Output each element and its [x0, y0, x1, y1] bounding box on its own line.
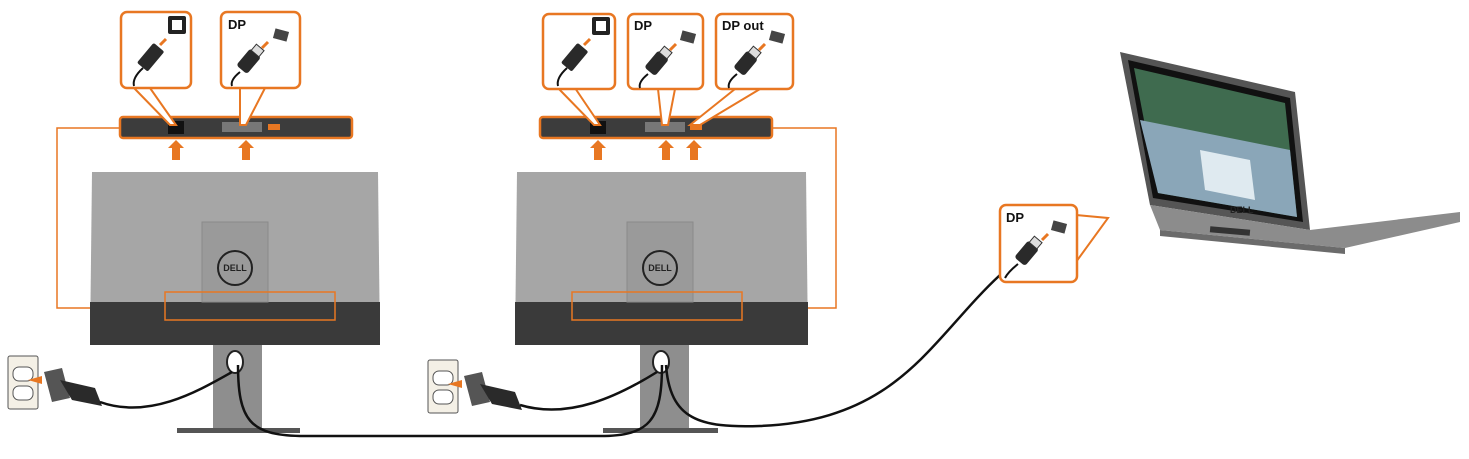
- arrow-up-icon: [168, 140, 184, 160]
- dp-cable-monitor2-to-laptop: [664, 274, 1001, 428]
- arrow-up-icon: [686, 140, 702, 160]
- monitor-1: DP DELL: [56, 10, 380, 433]
- callout-label: DP out: [722, 18, 764, 33]
- callout-power: [541, 12, 617, 126]
- wall-outlet-1: [7, 355, 233, 410]
- displayport-icon: [679, 30, 697, 44]
- dell-logo: [217, 250, 253, 286]
- displayport-out-port: [268, 124, 280, 130]
- monitor-2: DP DP out DELL: [515, 12, 837, 433]
- laptop-logo: DELL: [1230, 205, 1254, 215]
- power-plug-icon: [464, 372, 490, 406]
- dp-cable-monitor1-to-monitor2: [236, 364, 664, 438]
- callout-label: DP: [634, 18, 652, 33]
- laptop: DELL: [1120, 52, 1460, 254]
- displayport-in: [222, 122, 262, 132]
- arrow-up-icon: [238, 140, 254, 160]
- arrow-up-icon: [658, 140, 674, 160]
- arrow-up-icon: [590, 140, 606, 160]
- callout-dp-in: DP: [626, 12, 705, 126]
- wall-outlet-2: [427, 359, 658, 414]
- callout-label: DP: [1006, 210, 1024, 225]
- callout-dp-in: DP: [219, 10, 302, 126]
- callout-label: DP: [228, 17, 246, 32]
- callout-dp-out: DP out: [687, 12, 795, 126]
- dell-logo-text: DELL: [648, 263, 672, 273]
- callout-laptop-dp: DP: [998, 203, 1110, 284]
- callout-power: [119, 10, 193, 126]
- displayport-icon: [272, 28, 290, 42]
- displayport-icon: [1050, 220, 1068, 234]
- dell-logo: [642, 250, 678, 286]
- displayport-icon: [768, 30, 786, 44]
- power-plug-icon: [44, 368, 70, 402]
- dell-logo-text: DELL: [223, 263, 247, 273]
